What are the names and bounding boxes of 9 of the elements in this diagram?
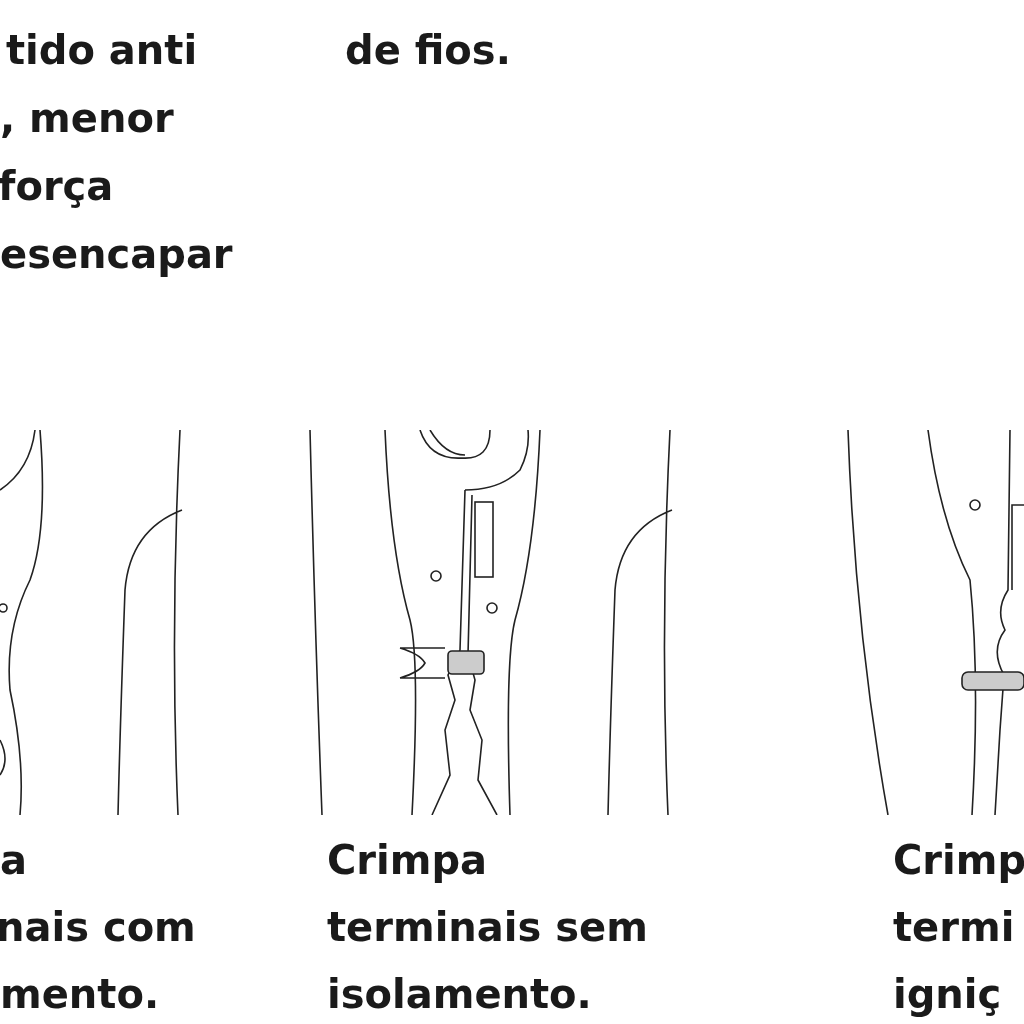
caption-text: , menor (0, 98, 174, 138)
caption-text: tido anti (6, 30, 198, 70)
caption-text: termi (893, 907, 1015, 947)
caption-text: isolamento. (327, 974, 592, 1014)
caption-text: mento. (0, 974, 160, 1014)
caption-text: de fios. (345, 30, 511, 70)
caption-text: nais com (0, 907, 196, 947)
caption-text: terminais sem (327, 907, 648, 947)
caption-text: a (0, 840, 27, 880)
